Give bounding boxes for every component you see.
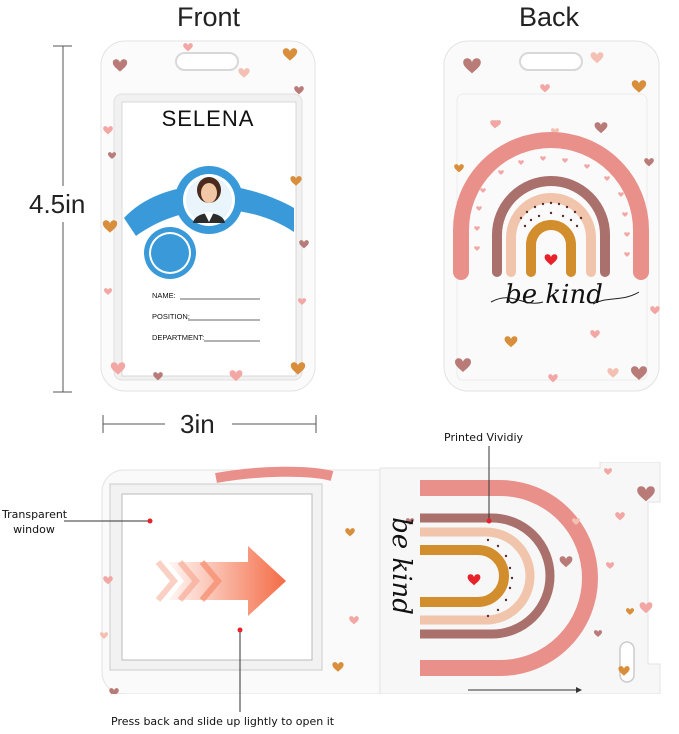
back-heading: Back — [519, 2, 580, 32]
back-slogan: be kind — [505, 280, 603, 310]
window-callout-line1: Transparent — [2, 508, 68, 521]
rainbow-dots — [519, 201, 583, 228]
field-name-label: NAME: — [152, 291, 176, 300]
front-card-body — [100, 40, 316, 392]
instruction-callout: Press back and slide up lightly to open … — [111, 715, 335, 728]
slide-rainbow-dots — [486, 538, 514, 618]
height-label: 4.5in — [29, 189, 86, 219]
slide-direction-arrow — [155, 546, 286, 616]
printed-callout: Printed Vividiy — [444, 431, 524, 444]
width-label: 3in — [180, 409, 215, 439]
open-holder-body — [100, 462, 661, 694]
back-card: be kind — [443, 40, 660, 392]
rainbow-graphic — [453, 132, 649, 280]
window-callout: Transparent window — [2, 507, 68, 537]
window-callout-line2: window — [13, 523, 55, 536]
front-heading: Front — [177, 2, 241, 32]
open-holder: be kind — [100, 462, 670, 694]
front-card: SELENA NAME: POSITION: DEPARTMENT: — [100, 40, 316, 392]
field-department-label: DEPARTMENT: — [152, 333, 205, 342]
avatar-graphic — [124, 166, 294, 279]
slide-rainbow-graphic — [420, 480, 598, 676]
badge-name: SELENA — [161, 106, 255, 131]
field-position-label: POSITION: — [152, 312, 190, 321]
back-card-body — [443, 40, 660, 392]
